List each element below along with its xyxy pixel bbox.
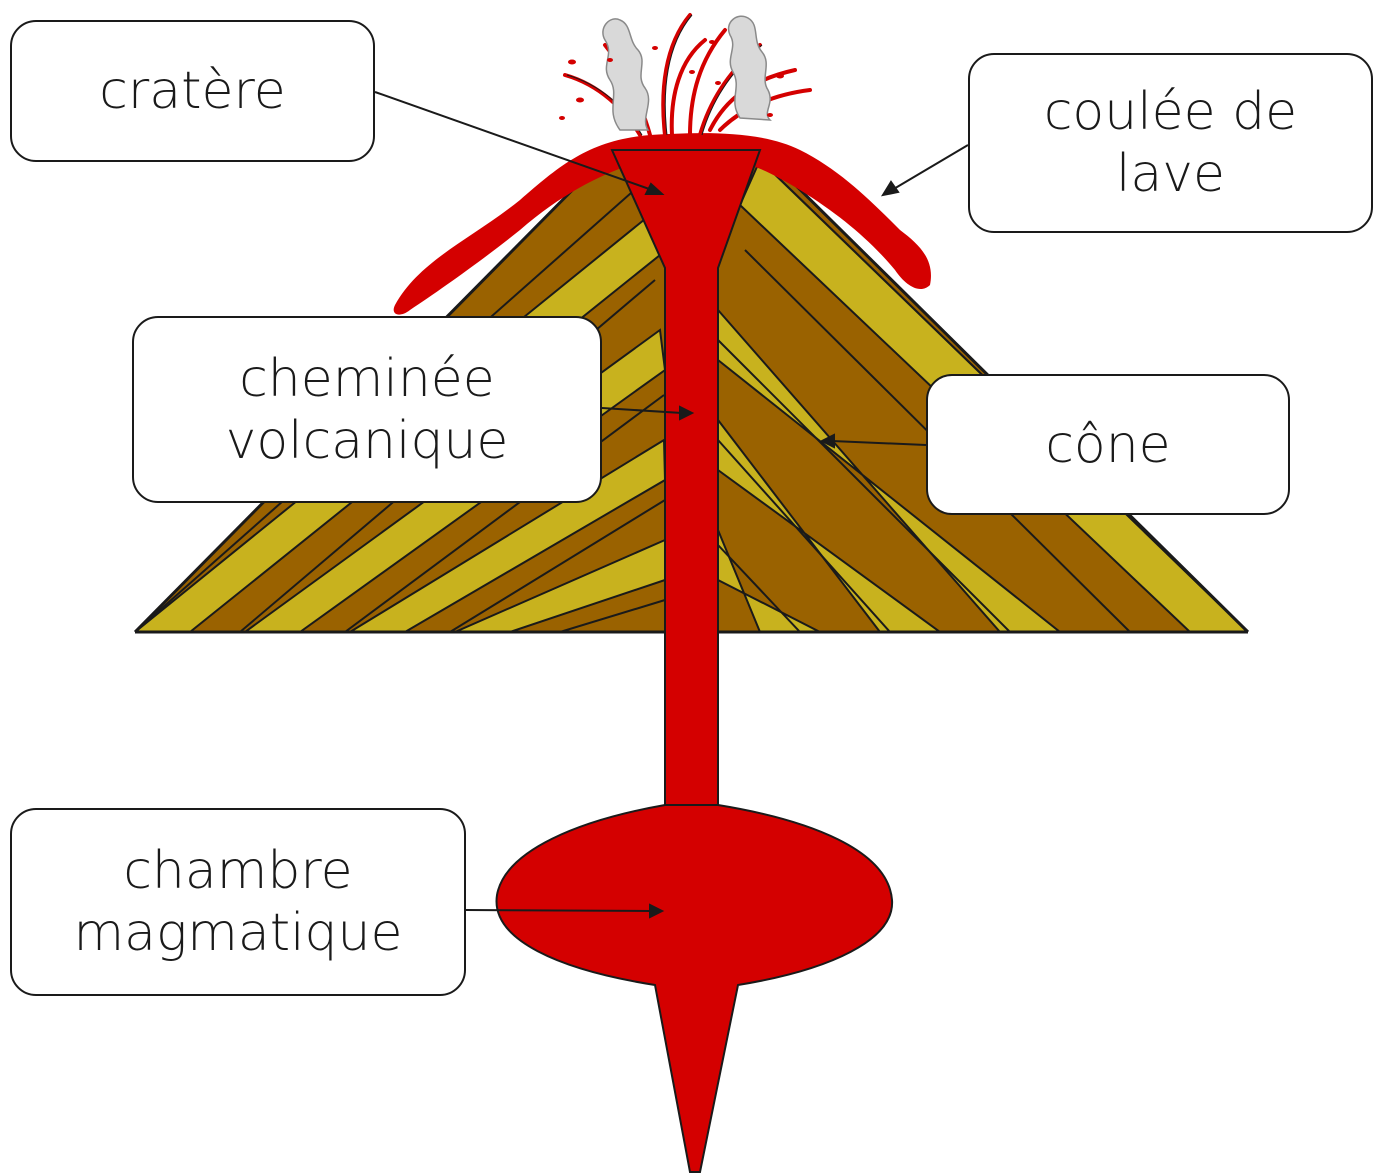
smoke-plumes bbox=[603, 16, 770, 130]
label-cratere-text: cratère bbox=[99, 60, 285, 122]
label-chambre-line1: chambre bbox=[73, 840, 402, 902]
label-coulee-line2: lave bbox=[1044, 143, 1297, 205]
label-chambre-line2: magmatique bbox=[73, 902, 402, 964]
label-cheminee-volcanique: cheminée volcanique bbox=[132, 316, 602, 503]
label-cratere: cratère bbox=[10, 20, 375, 162]
label-cone: cône bbox=[926, 374, 1290, 515]
label-coulee-line1: coulée de bbox=[1044, 81, 1297, 143]
label-coulee-de-lave: coulée de lave bbox=[968, 53, 1373, 233]
arrow-coulee bbox=[892, 145, 968, 190]
label-cheminee-line2: volcanique bbox=[226, 410, 509, 472]
arrow-chambre bbox=[466, 910, 650, 911]
label-cheminee-line1: cheminée bbox=[226, 348, 509, 410]
magma-chamber bbox=[497, 805, 893, 1172]
eruption-jets bbox=[565, 15, 810, 135]
label-chambre-magmatique: chambre magmatique bbox=[10, 808, 466, 996]
label-cone-text: cône bbox=[1045, 414, 1170, 476]
arrow-cratere bbox=[375, 92, 652, 190]
